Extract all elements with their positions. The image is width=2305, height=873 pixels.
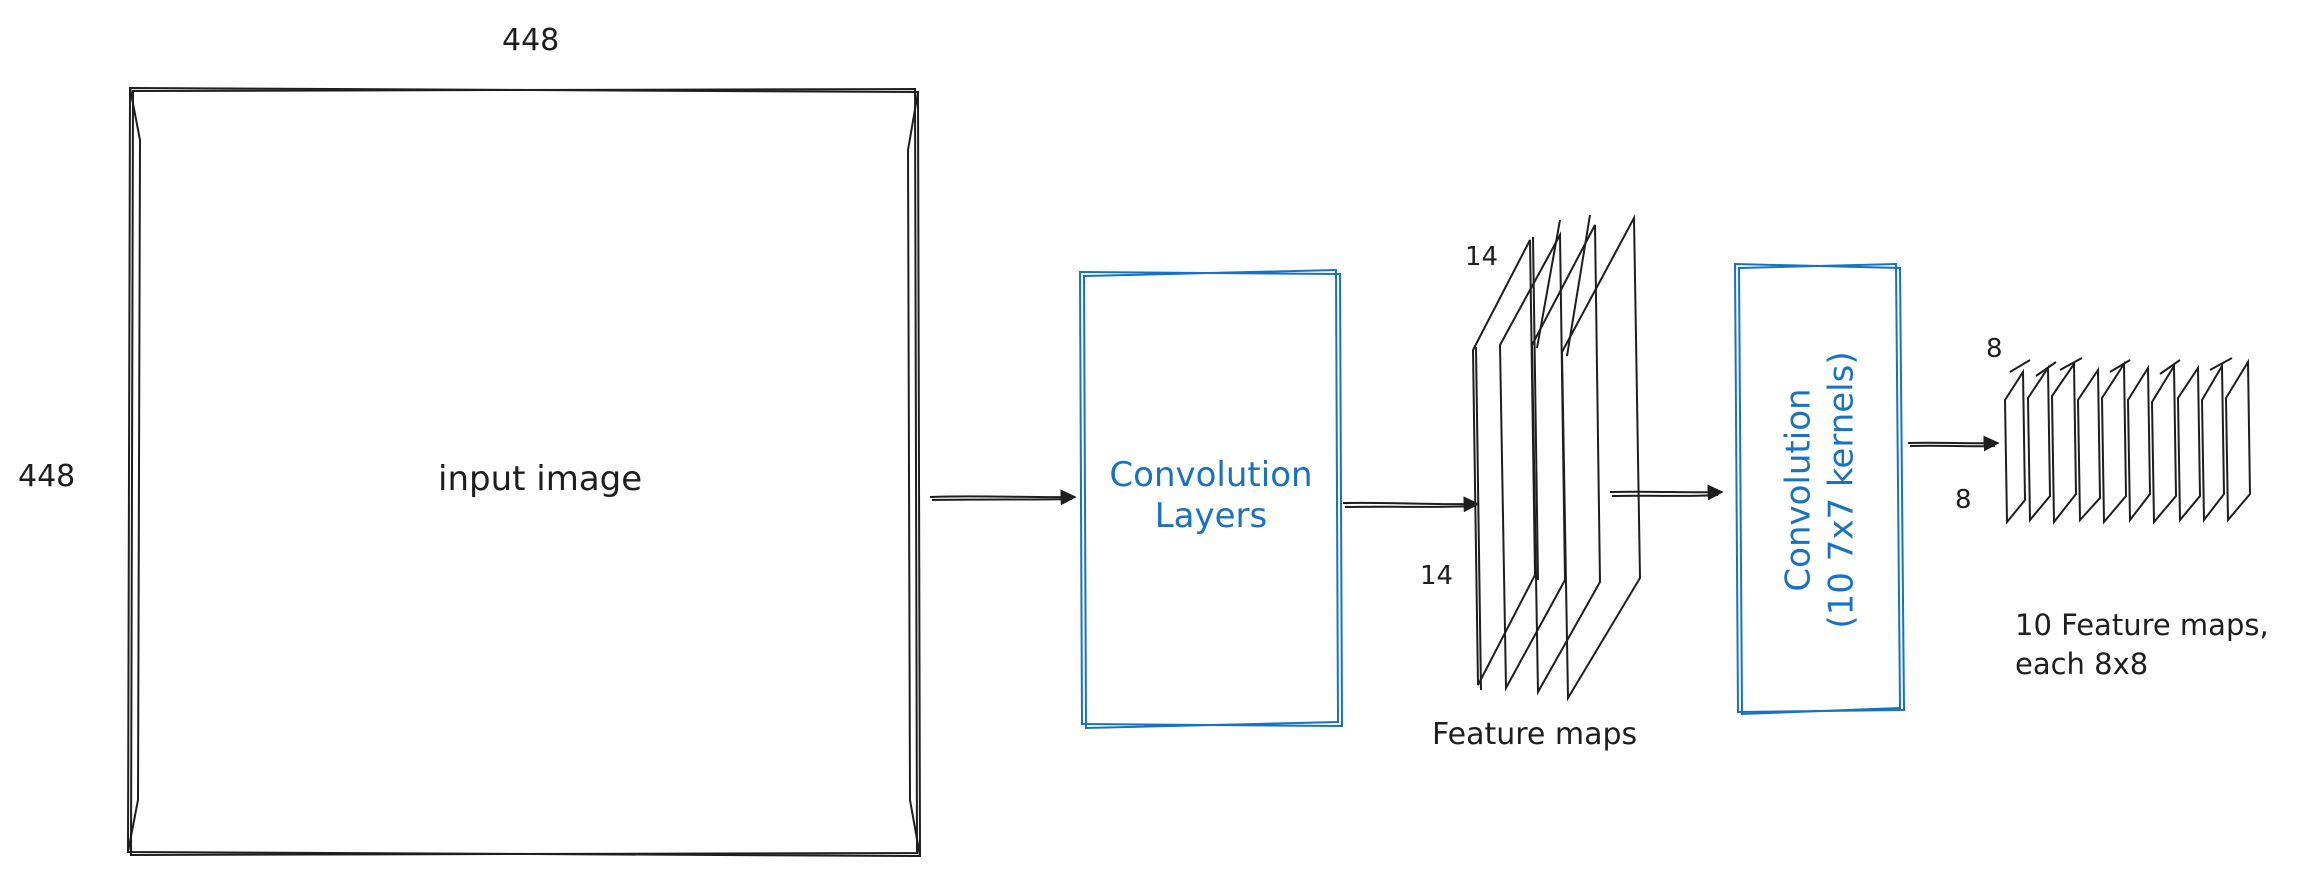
- input-image-label: input image: [438, 459, 643, 499]
- maps2-caption: 10 Feature maps, each 8x8: [2015, 606, 2269, 684]
- input-height-label: 448: [18, 459, 76, 494]
- conv1-box: [1078, 268, 1344, 730]
- maps2-caption-line2: each 8x8: [2015, 647, 2149, 682]
- arrow-conv2-to-maps: [1907, 435, 2000, 452]
- maps2-side-label: 8: [1955, 485, 1972, 515]
- conv2-label-line2: (10 7x7 kernels): [1821, 351, 1861, 629]
- maps2-top-label: 8: [1986, 334, 2003, 364]
- maps2-caption-line1: 10 Feature maps,: [2015, 608, 2269, 642]
- input-width-label: 448: [502, 23, 560, 58]
- maps1-top-label: 14: [1465, 242, 1499, 272]
- arrow-input-to-conv1: [929, 489, 1077, 506]
- feature-maps-stack-8: [2003, 357, 2252, 525]
- feature-maps-stack-14: [1471, 214, 1642, 702]
- input-image-box: [126, 86, 922, 858]
- conv2-box: [1733, 262, 1906, 716]
- maps1-side-label: 14: [1420, 561, 1454, 591]
- conv1-label: Convolution Layers: [1090, 455, 1332, 537]
- conv2-label-line1: Convolution: [1778, 388, 1819, 592]
- arrow-conv1-to-maps: [1342, 496, 1480, 513]
- arrow-maps-to-conv2: [1609, 484, 1724, 501]
- conv1-label-line1: Convolution: [1109, 455, 1313, 495]
- conv2-label: Convolution (10 7x7 kernels): [1778, 270, 1863, 710]
- conv1-label-line2: Layers: [1154, 495, 1268, 536]
- maps1-caption: Feature maps: [1432, 717, 1638, 752]
